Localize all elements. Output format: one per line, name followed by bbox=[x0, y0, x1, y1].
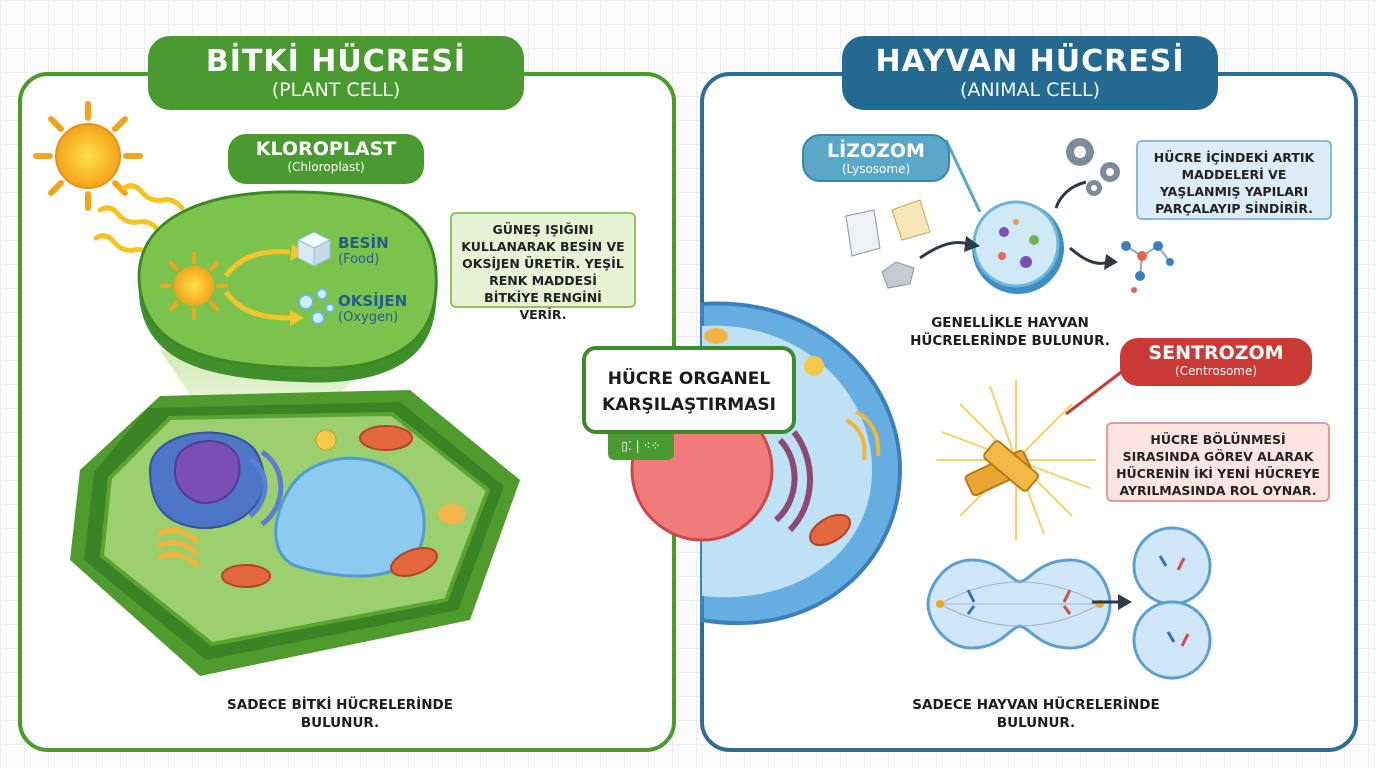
lysosome-english-name: (Lysosome) bbox=[841, 162, 911, 176]
gears-icon bbox=[1066, 138, 1120, 196]
centrosome-info-box: HÜCRE BÖLÜNMESİ SIRASINDA GÖREV ALARAK H… bbox=[1106, 422, 1330, 502]
centrosome-english-name: (Centrosome) bbox=[1174, 364, 1258, 378]
lysosome-name: LİZOZOM bbox=[827, 140, 925, 162]
lysosome-pointer bbox=[944, 139, 982, 213]
cell-icons: ▯⁚ | ⁖⁘ bbox=[621, 439, 661, 453]
golgi-illustration bbox=[156, 527, 200, 568]
centrosome-pointer bbox=[1065, 368, 1125, 416]
lysosome-label: LİZOZOM (Lysosome) bbox=[802, 134, 950, 182]
chloroplast-illustration bbox=[137, 190, 438, 383]
chloroplast-label: KLOROPLAST (Chloroplast) bbox=[228, 134, 424, 184]
lysosome-note: GENELLİKLE HAYVAN HÜCRELERİNDE BULUNUR. bbox=[910, 315, 1110, 349]
waste-items-icon bbox=[845, 199, 931, 289]
plant-cell-banner: BİTKİ HÜCRESİ (PLANT CELL) bbox=[148, 36, 524, 110]
food-cube-icon bbox=[296, 231, 332, 267]
chloroplast-info-box: GÜNEŞ IŞIĞINI KULLANARAK BESİN VE OKSİJE… bbox=[450, 212, 636, 322]
centrosome-illustration bbox=[936, 380, 1096, 540]
plant-cell-footer: SADECE BİTKİ HÜCRELERİNDE BULUNUR. bbox=[227, 697, 453, 731]
mitochondrion-illustration bbox=[221, 425, 438, 588]
gears-arrow bbox=[1054, 180, 1087, 209]
oxygen-label-text: OKSİJEN bbox=[338, 292, 408, 310]
centrosome-name: SENTROZOM bbox=[1148, 342, 1284, 364]
comparison-title-card: HÜCRE ORGANEL KARŞILAŞTIRMASI bbox=[582, 346, 796, 434]
plant-cell-illustration bbox=[70, 390, 520, 676]
animal-cell-footer: SADECE HAYVAN HÜCRELERİNDE BULUNUR. bbox=[912, 697, 1160, 731]
molecules-icon bbox=[1121, 241, 1174, 293]
chloroplast-sun-icon bbox=[160, 252, 228, 320]
comparison-title: HÜCRE ORGANEL KARŞILAŞTIRMASI bbox=[602, 369, 776, 415]
animal-cell-banner: HAYVAN HÜCRESİ (ANIMAL CELL) bbox=[842, 36, 1218, 110]
chloroplast-english-name: (Chloroplast) bbox=[287, 160, 365, 174]
food-label-text: BESİN bbox=[338, 234, 389, 252]
nucleus-illustration bbox=[148, 431, 265, 530]
cell-division-illustration bbox=[926, 526, 1212, 680]
input-arrow bbox=[919, 241, 969, 260]
chloroplast-name: KLOROPLAST bbox=[255, 138, 397, 160]
golgi-illustration bbox=[773, 430, 813, 533]
oxygen-english-text: (Oxygen) bbox=[338, 310, 399, 325]
output-arrow bbox=[1069, 246, 1109, 265]
plant-cell-subtitle: (PLANT CELL) bbox=[271, 79, 401, 101]
sun-icon bbox=[33, 101, 143, 211]
plant-cell-title: BİTKİ HÜCRESİ bbox=[205, 44, 467, 79]
lysosome-info-box: HÜCRE İÇİNDEKİ ARTIK MADDELERİ VE YAŞLAN… bbox=[1136, 140, 1332, 220]
lysosome-illustration bbox=[972, 200, 1064, 294]
centrosome-label: SENTROZOM (Centrosome) bbox=[1120, 338, 1312, 386]
comparison-tab: ▯⁚ | ⁖⁘ bbox=[608, 434, 674, 460]
oxygen-bubbles-icon bbox=[298, 288, 335, 325]
food-label: BESİN (Food) bbox=[338, 234, 389, 267]
oxygen-label: OKSİJEN (Oxygen) bbox=[338, 292, 407, 325]
food-english-text: (Food) bbox=[338, 252, 380, 267]
animal-cell-subtitle: (ANIMAL CELL) bbox=[959, 79, 1101, 101]
animal-cell-title: HAYVAN HÜCRESİ bbox=[875, 44, 1185, 79]
